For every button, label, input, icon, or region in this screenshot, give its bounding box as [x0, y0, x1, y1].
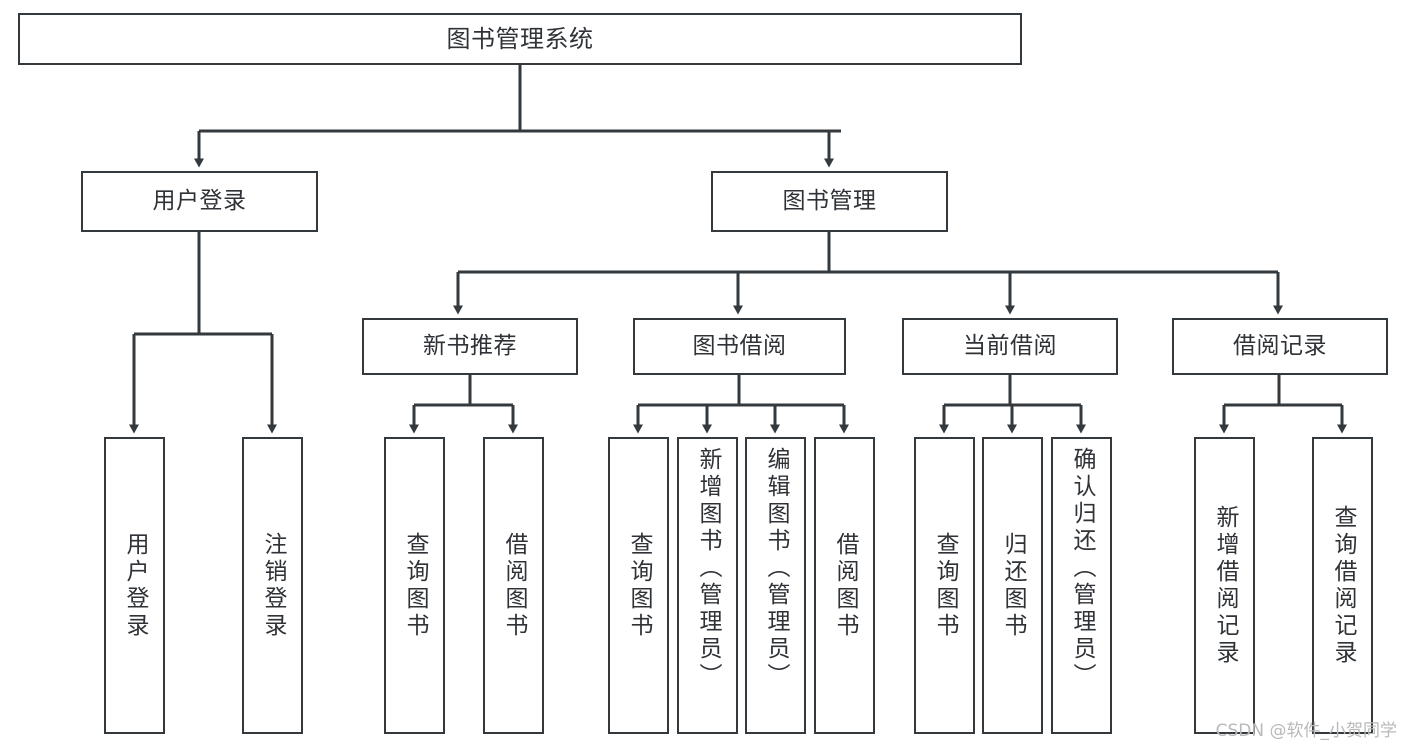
- node-borrow-records-label: 借阅记录: [1233, 332, 1327, 359]
- leaf-nb-query-book[interactable]: 查询图书: [384, 437, 445, 734]
- leaf-logout-label: 注销登录: [260, 531, 286, 640]
- leaf-cb-query-book-label: 查询图书: [932, 531, 958, 640]
- leaf-cb-query-book[interactable]: 查询图书: [914, 437, 975, 734]
- leaf-bb-borrow-book-label: 借阅图书: [832, 531, 858, 640]
- node-root-book-management-system[interactable]: 图书管理系统: [18, 13, 1022, 65]
- leaf-cb-confirm-return-admin[interactable]: 确认归还（管理员）: [1051, 437, 1112, 734]
- watermark: CSDN @软件_小贺同学: [1215, 721, 1397, 741]
- leaf-cb-return-book[interactable]: 归还图书: [982, 437, 1043, 734]
- leaf-bb-edit-book-admin-label: 编辑图书（管理员）: [763, 447, 789, 690]
- node-borrow-records[interactable]: 借阅记录: [1172, 318, 1388, 375]
- leaf-br-add-record-label: 新增借阅记录: [1212, 504, 1238, 667]
- node-root-label: 图书管理系统: [446, 24, 594, 53]
- leaf-bb-query-book-label: 查询图书: [626, 531, 652, 640]
- leaf-nb-borrow-book[interactable]: 借阅图书: [483, 437, 544, 734]
- leaf-cb-return-book-label: 归还图书: [1000, 531, 1026, 640]
- node-book-borrow-label: 图书借阅: [692, 332, 787, 359]
- leaf-br-add-record[interactable]: 新增借阅记录: [1194, 437, 1255, 734]
- node-current-borrow-label: 当前借阅: [963, 332, 1057, 359]
- node-book-management[interactable]: 图书管理: [711, 171, 948, 232]
- leaf-bb-edit-book-admin[interactable]: 编辑图书（管理员）: [745, 437, 806, 734]
- leaf-user-login[interactable]: 用户登录: [104, 437, 165, 734]
- node-new-book-recommend[interactable]: 新书推荐: [362, 318, 578, 375]
- leaf-nb-query-book-label: 查询图书: [402, 531, 428, 640]
- node-user-login[interactable]: 用户登录: [81, 171, 318, 232]
- leaf-nb-borrow-book-label: 借阅图书: [501, 531, 527, 640]
- node-book-borrow[interactable]: 图书借阅: [633, 318, 846, 375]
- leaf-cb-confirm-return-admin-label: 确认归还（管理员）: [1069, 447, 1095, 690]
- leaf-br-query-record-label: 查询借阅记录: [1330, 504, 1356, 667]
- node-current-borrow[interactable]: 当前借阅: [902, 318, 1118, 375]
- node-book-management-label: 图书管理: [782, 187, 877, 214]
- leaf-bb-borrow-book[interactable]: 借阅图书: [814, 437, 875, 734]
- node-user-login-label: 用户登录: [152, 187, 247, 214]
- leaf-br-query-record[interactable]: 查询借阅记录: [1312, 437, 1373, 734]
- leaf-user-login-label: 用户登录: [122, 531, 148, 640]
- leaf-bb-add-book-admin-label: 新增图书（管理员）: [695, 447, 721, 690]
- node-new-book-recommend-label: 新书推荐: [423, 332, 517, 359]
- leaf-bb-add-book-admin[interactable]: 新增图书（管理员）: [677, 437, 738, 734]
- leaf-logout[interactable]: 注销登录: [242, 437, 303, 734]
- leaf-bb-query-book[interactable]: 查询图书: [608, 437, 669, 734]
